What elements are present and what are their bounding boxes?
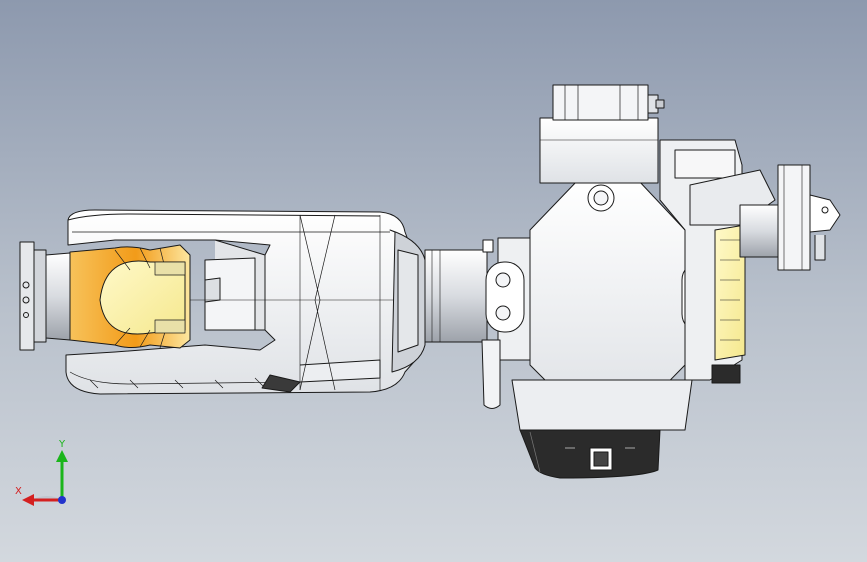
- elbow-shaft[interactable]: [424, 239, 494, 343]
- bottom-motor[interactable]: [511, 379, 693, 479]
- top-motor[interactable]: [539, 84, 665, 184]
- forearm[interactable]: [65, 209, 426, 395]
- wrist-flange[interactable]: [19, 241, 191, 351]
- y-axis-label: Y: [59, 439, 66, 450]
- axis-triad: Y X: [12, 440, 82, 510]
- z-axis-dot: [58, 496, 66, 504]
- right-motor[interactable]: [659, 139, 841, 384]
- axis-triad-graphic: [22, 450, 68, 506]
- x-axis-label: X: [15, 486, 22, 497]
